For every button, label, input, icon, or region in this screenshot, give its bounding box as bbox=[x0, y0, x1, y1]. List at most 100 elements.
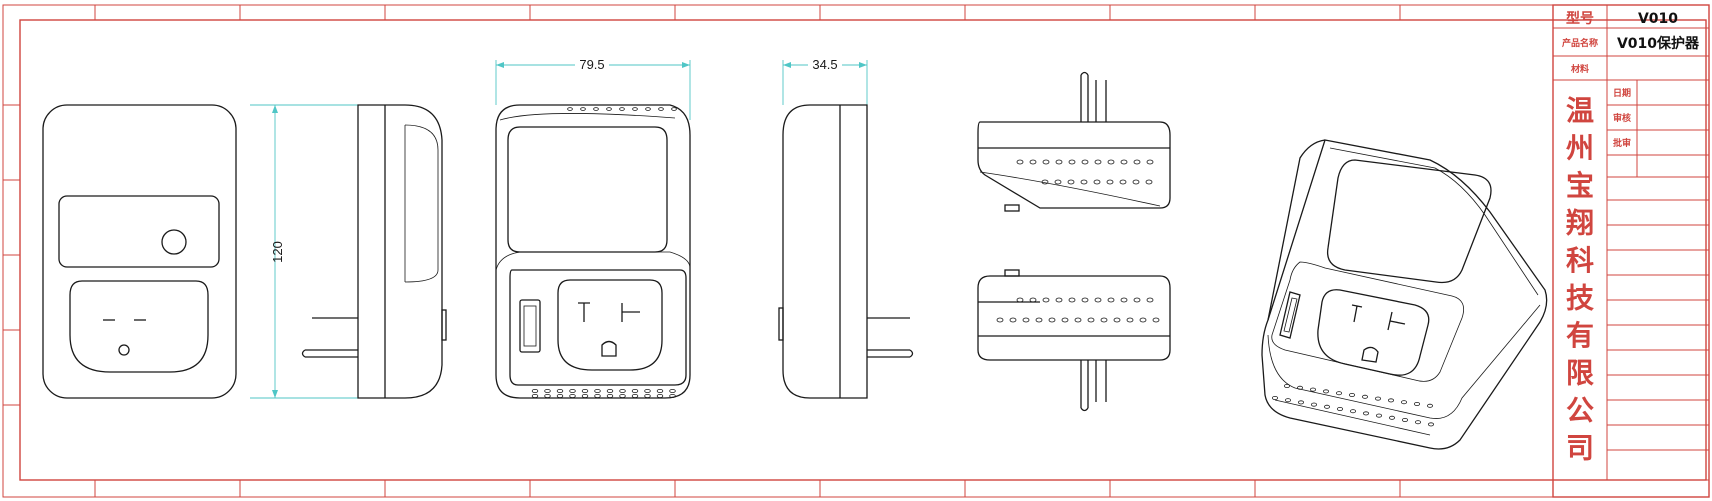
top-view-vents bbox=[1016, 159, 1154, 185]
vent-slot bbox=[1285, 398, 1292, 403]
vent-slot bbox=[1427, 403, 1434, 408]
vent-slot bbox=[1081, 297, 1089, 303]
bottom-zone-ticks bbox=[94, 480, 1401, 497]
vent-slot bbox=[1067, 179, 1075, 185]
company-char: 限 bbox=[1566, 357, 1594, 390]
vent-slot bbox=[1133, 297, 1141, 303]
isometric-vents bbox=[1272, 383, 1435, 427]
vent-slot bbox=[669, 388, 676, 393]
vent-slot bbox=[1093, 179, 1101, 185]
vent-slot bbox=[1402, 417, 1409, 422]
vent-slot bbox=[1133, 159, 1141, 165]
model-label: 型号 bbox=[1566, 10, 1594, 27]
side-view-right: 34.5 bbox=[778, 57, 914, 399]
vent-slot bbox=[581, 393, 589, 398]
vent-slot bbox=[631, 388, 639, 393]
vent-slot bbox=[1009, 317, 1017, 323]
vent-slot bbox=[556, 393, 564, 398]
vent-slot bbox=[1350, 409, 1357, 414]
vent-slot bbox=[671, 107, 677, 111]
vent-slot bbox=[606, 393, 614, 398]
vent-slot bbox=[1310, 387, 1317, 392]
material-label: 材料 bbox=[1570, 63, 1589, 75]
vent-slot bbox=[1362, 394, 1369, 399]
vent-slot bbox=[1107, 159, 1115, 165]
vent-slot bbox=[632, 107, 638, 111]
vent-slot bbox=[669, 393, 676, 398]
company-char: 有 bbox=[1566, 319, 1594, 352]
vent-slot bbox=[1042, 159, 1050, 165]
vent-slot bbox=[544, 388, 551, 393]
vent-slot bbox=[1376, 413, 1383, 418]
front-top-vents bbox=[567, 107, 677, 111]
vent-slot bbox=[1016, 159, 1024, 165]
front-bottom-vents bbox=[531, 388, 676, 398]
vent-slot bbox=[1324, 404, 1331, 409]
vent-slot bbox=[1080, 179, 1088, 185]
vent-slot bbox=[619, 107, 625, 111]
vent-slot bbox=[1363, 411, 1370, 416]
vent-slot bbox=[1375, 396, 1382, 401]
front-view-detailed: 79.5 bbox=[495, 57, 691, 399]
product-name-value: V010保护器 bbox=[1617, 35, 1700, 52]
vent-slot bbox=[1042, 297, 1050, 303]
vent-slot bbox=[1297, 385, 1304, 390]
side-view-left: 120 bbox=[250, 104, 447, 399]
vent-slot bbox=[569, 388, 576, 393]
vent-slot bbox=[1100, 317, 1108, 323]
vent-slot bbox=[606, 107, 612, 111]
date-label: 日期 bbox=[1613, 87, 1631, 99]
vent-slot bbox=[1074, 317, 1082, 323]
vent-slot bbox=[1048, 317, 1056, 323]
vent-slot bbox=[1094, 297, 1102, 303]
vent-slot bbox=[1054, 179, 1062, 185]
vent-slot bbox=[1120, 159, 1128, 165]
vent-slot bbox=[644, 393, 651, 398]
vent-slot bbox=[1120, 297, 1128, 303]
vent-slot bbox=[1414, 401, 1421, 406]
company-char: 州 bbox=[1566, 132, 1594, 165]
vent-slot bbox=[644, 388, 651, 393]
company-char: 翔 bbox=[1566, 207, 1594, 240]
top-zone-ticks bbox=[94, 5, 1401, 20]
vent-slot bbox=[656, 388, 664, 393]
drawing-frame bbox=[2, 4, 1710, 498]
title-block: 型号 V010 产品名称 V010保护器 材料 日期 审核 批审 温州宝翔科技有… bbox=[1552, 4, 1710, 498]
vent-slot bbox=[1349, 392, 1356, 397]
model-value: V010 bbox=[1638, 11, 1678, 27]
vent-slot bbox=[1068, 297, 1076, 303]
bottom-view bbox=[977, 269, 1171, 412]
vent-slot bbox=[645, 107, 651, 111]
bottom-view-vents bbox=[996, 297, 1160, 323]
product-name-label: 产品名称 bbox=[1562, 37, 1598, 49]
vent-slot bbox=[1146, 297, 1154, 303]
vent-slot bbox=[1113, 317, 1121, 323]
vent-slot bbox=[556, 388, 564, 393]
vent-slot bbox=[1016, 297, 1024, 303]
vent-slot bbox=[1081, 159, 1089, 165]
vent-slot bbox=[1145, 179, 1153, 185]
vent-slot bbox=[1126, 317, 1134, 323]
review-label: 审核 bbox=[1613, 112, 1631, 124]
vent-slot bbox=[581, 388, 589, 393]
vent-slot bbox=[1336, 391, 1343, 396]
vent-slot bbox=[1152, 317, 1160, 323]
dim-side-depth: 34.5 bbox=[812, 57, 837, 72]
vent-slot bbox=[580, 107, 586, 111]
vent-slot bbox=[1311, 402, 1318, 407]
company-char: 公 bbox=[1566, 394, 1594, 427]
vent-slot bbox=[1272, 395, 1279, 400]
vent-slot bbox=[544, 393, 551, 398]
vent-slot bbox=[656, 393, 664, 398]
vent-slot bbox=[1022, 317, 1030, 323]
vent-slot bbox=[593, 107, 599, 111]
front-view-plain bbox=[42, 104, 237, 399]
left-zone-ticks bbox=[3, 104, 20, 406]
vent-slot bbox=[1068, 159, 1076, 165]
company-char: 温 bbox=[1566, 94, 1594, 127]
vent-slot bbox=[1119, 179, 1127, 185]
vent-slot bbox=[1087, 317, 1095, 323]
vent-slot bbox=[569, 393, 576, 398]
vent-slot bbox=[1401, 400, 1408, 405]
